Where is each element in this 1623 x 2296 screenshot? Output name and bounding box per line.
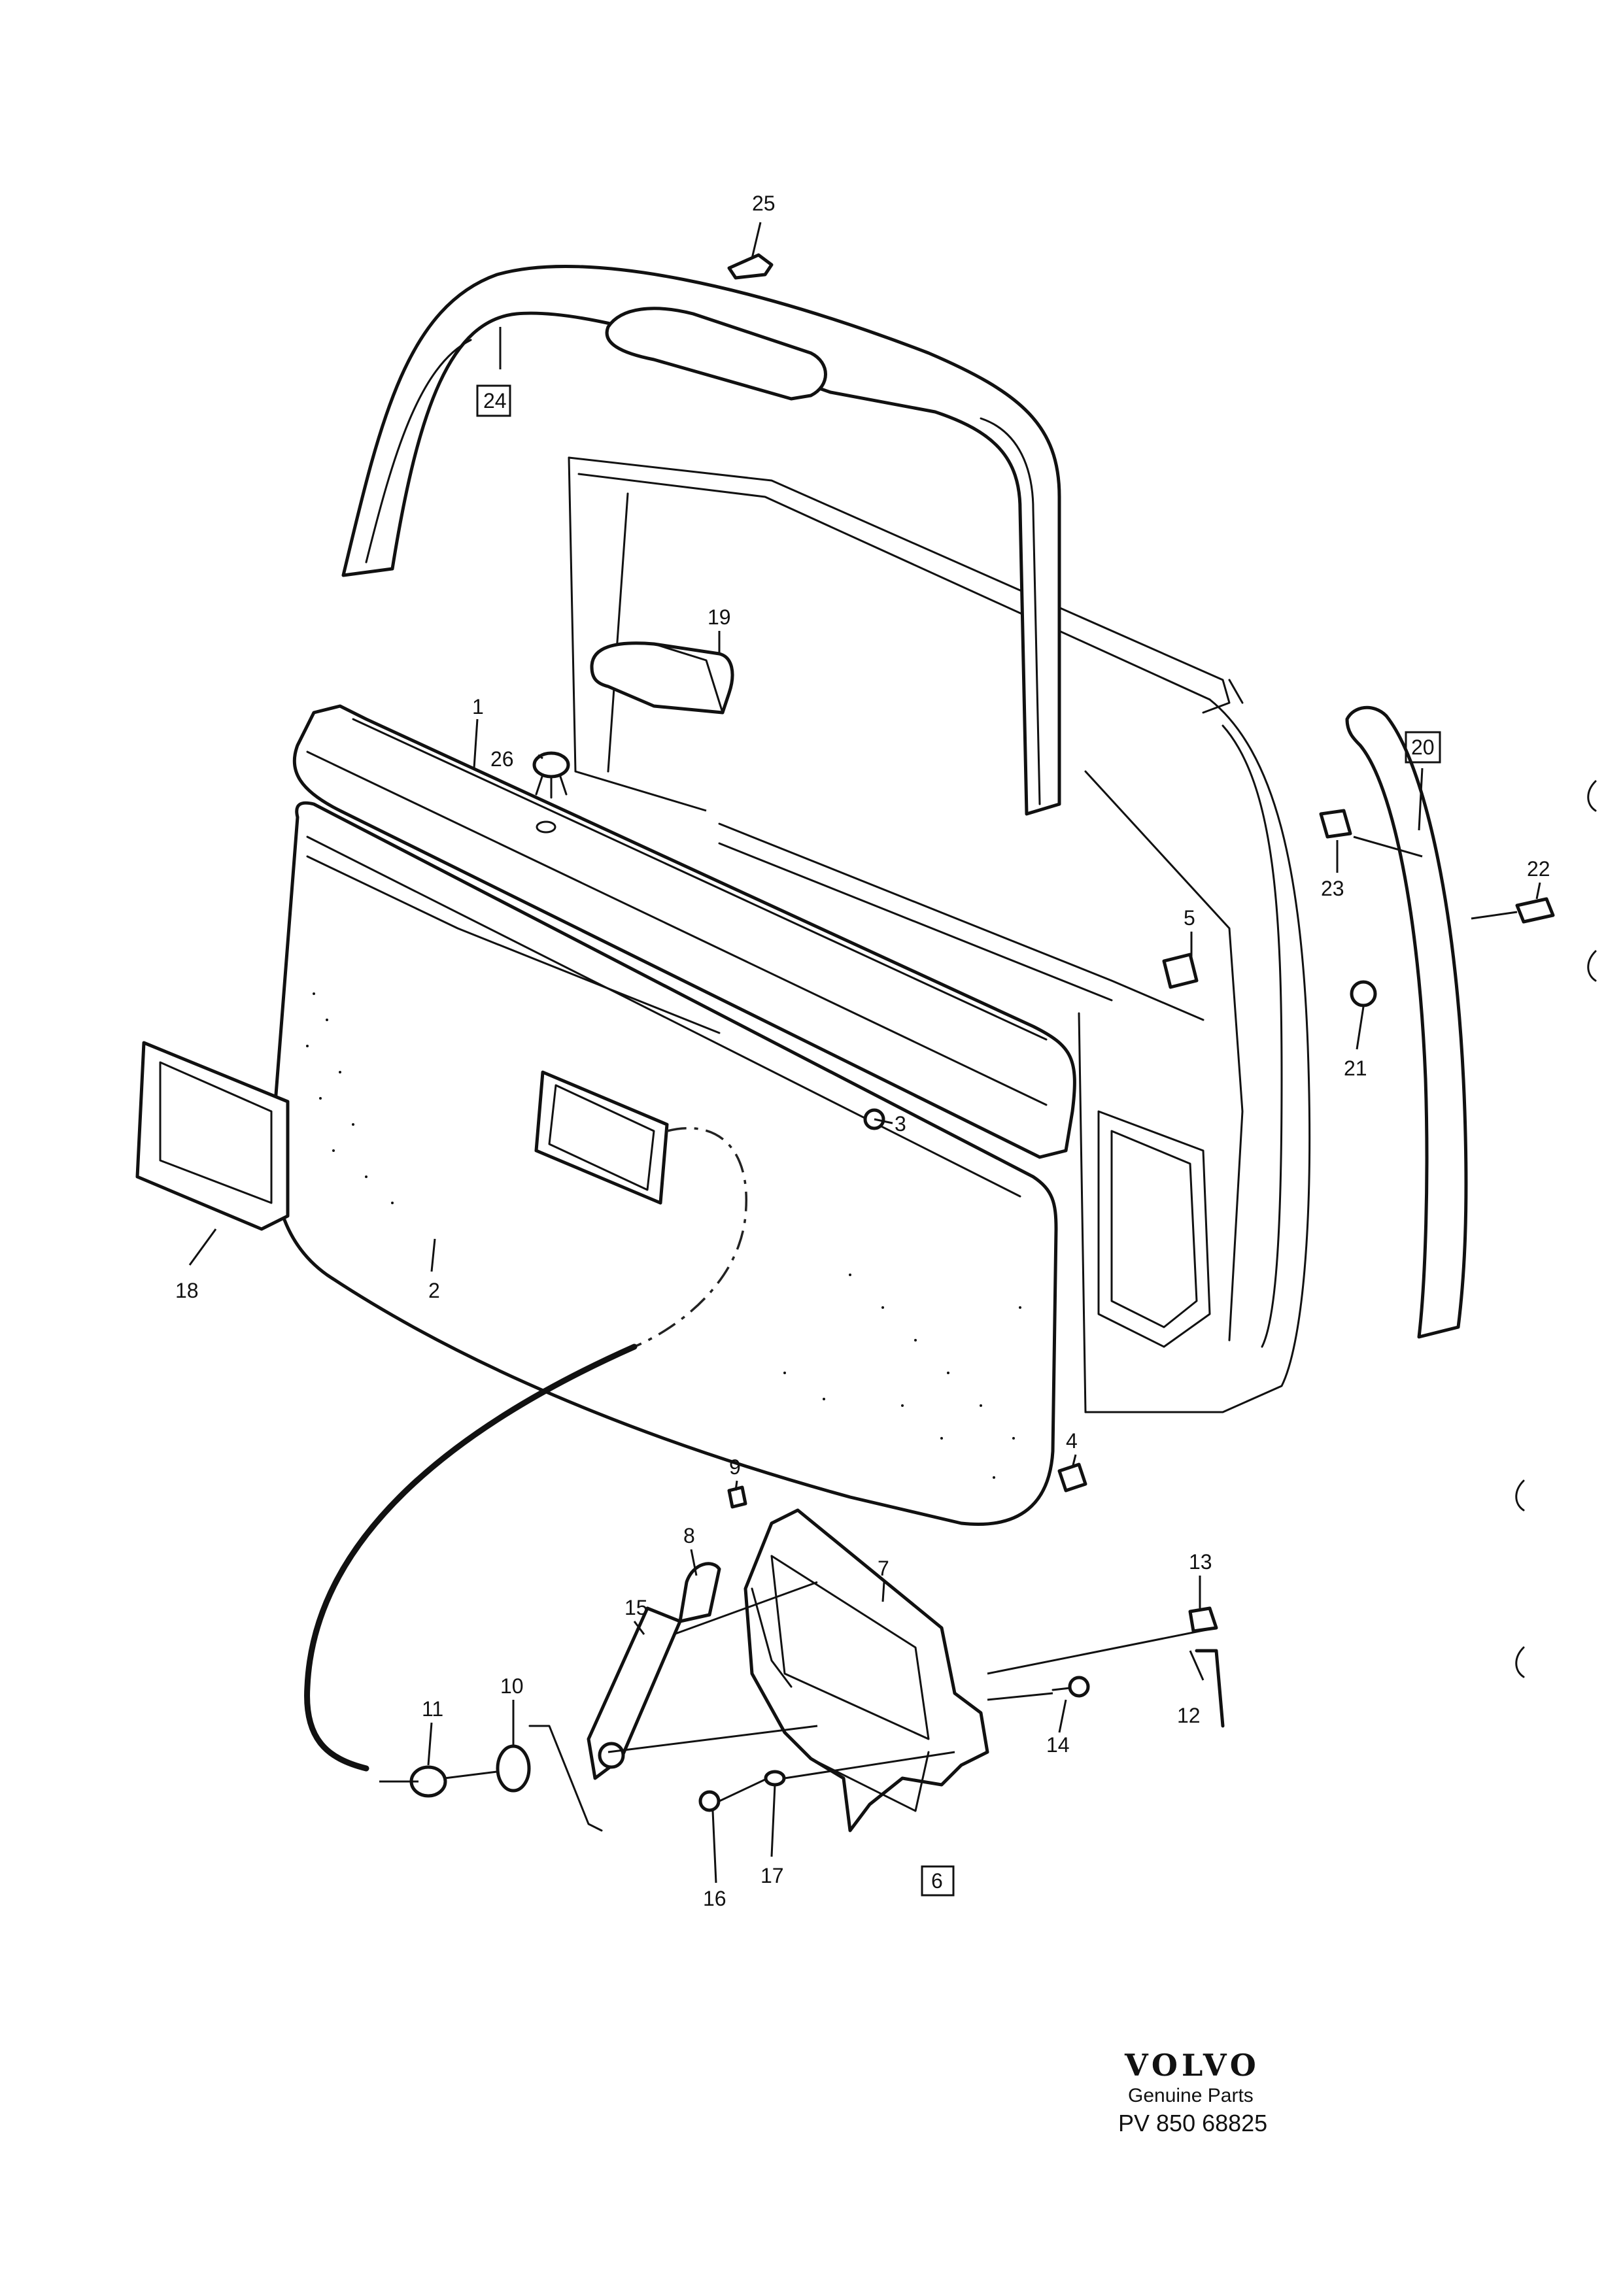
brand-logo: VOLVO xyxy=(1124,2048,1260,2083)
callout-19: 19 xyxy=(708,605,731,629)
door-frame xyxy=(568,456,1311,1413)
callout-13: 13 xyxy=(1189,1550,1212,1574)
callout-21: 21 xyxy=(1344,1056,1367,1080)
callout-26: 26 xyxy=(490,747,514,771)
callout-11: 11 xyxy=(422,1697,443,1721)
callout-12: 12 xyxy=(1177,1704,1201,1727)
callout-14: 14 xyxy=(1046,1733,1070,1757)
callout-5: 5 xyxy=(1184,906,1195,930)
callouts: 25 24 19 1 26 3 5 4 2 18 20 22 23 21 9 8… xyxy=(175,192,1550,1910)
lever xyxy=(587,1606,682,1780)
callout-4: 4 xyxy=(1066,1429,1078,1453)
callout-10: 10 xyxy=(500,1674,524,1698)
callout-6: 6 xyxy=(931,1869,943,1893)
release-cable xyxy=(304,1126,747,1772)
leader-lines xyxy=(188,222,1541,1883)
footer-reference: PV 850 68825 xyxy=(1118,2110,1267,2136)
callout-18: 18 xyxy=(175,1279,199,1302)
callout-8: 8 xyxy=(683,1524,695,1547)
callout-22: 22 xyxy=(1527,857,1550,881)
pull-handle xyxy=(590,641,734,715)
armrest-rail xyxy=(292,704,1076,1159)
callout-1: 1 xyxy=(472,695,484,718)
callout-17: 17 xyxy=(760,1864,784,1887)
callout-2: 2 xyxy=(428,1279,440,1302)
small-parts xyxy=(135,253,1555,1832)
callout-24-box xyxy=(476,384,511,417)
callout-25: 25 xyxy=(752,192,776,215)
door-panel xyxy=(271,801,1058,1526)
footer-subtitle: Genuine Parts xyxy=(1128,2085,1254,2106)
upper-arch-trim xyxy=(341,264,1061,816)
footer: VOLVO Genuine Parts PV 850 68825 xyxy=(1118,2048,1267,2136)
lock-bracket xyxy=(743,1508,989,1832)
callout-20: 20 xyxy=(1411,735,1435,759)
callout-20-box xyxy=(1405,731,1441,764)
callout-6-box xyxy=(921,1865,955,1897)
margin-marks xyxy=(1515,780,1597,1678)
callout-23: 23 xyxy=(1321,877,1344,900)
callout-3: 3 xyxy=(895,1112,906,1136)
callout-7: 7 xyxy=(878,1557,889,1580)
callout-9: 9 xyxy=(729,1455,741,1479)
callout-16: 16 xyxy=(703,1887,726,1910)
callout-24: 24 xyxy=(483,389,507,413)
callout-15: 15 xyxy=(624,1596,648,1619)
panel-shading xyxy=(306,992,1021,1479)
